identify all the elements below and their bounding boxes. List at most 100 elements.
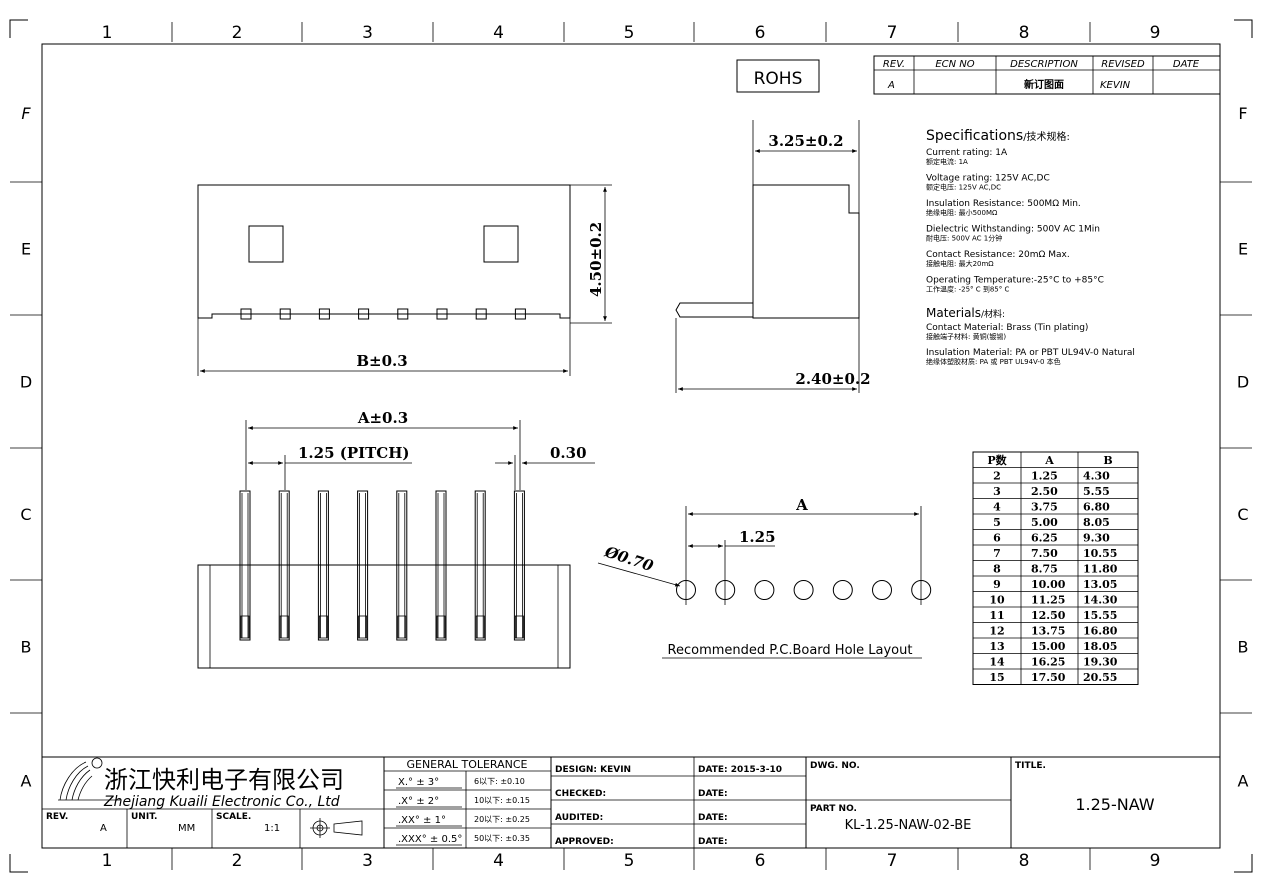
bottom-pin: [435, 490, 447, 641]
specifications-block: Specifications/技术规格: Current rating: 1A额…: [926, 128, 1135, 366]
pin-table-cell: 8: [993, 563, 1001, 576]
company-name-cn: 浙江快利电子有限公司: [104, 766, 344, 794]
scale-label: SCALE.: [216, 812, 251, 822]
latch-window-right: [483, 225, 519, 263]
pin-table-cell: 8.05: [1083, 516, 1110, 529]
front-pin: [279, 308, 291, 320]
pin-table-cell: 12: [989, 625, 1004, 638]
pcb-holes: [676, 580, 932, 600]
zone-row-left: D: [20, 373, 32, 392]
scale-value: 1:1: [264, 823, 280, 834]
front-pin: [318, 308, 330, 320]
zone-col-bottom: 6: [755, 851, 766, 871]
pin-table-cell: 1.25: [1031, 470, 1058, 483]
pin-table-header: P数: [987, 453, 1007, 467]
pin-table-cell: 2: [993, 470, 1001, 483]
pin-table-cell: 12.50: [1031, 609, 1066, 622]
material-item: Contact Material: Brass (Tin plating): [926, 323, 1088, 333]
front-pin: [514, 308, 526, 320]
spec-item: Contact Resistance: 20mΩ Max.: [926, 250, 1070, 260]
tolerance-angle: .X° ± 2°: [398, 796, 439, 807]
pin-table-cell: 10.00: [1031, 578, 1066, 591]
bottom-pin: [239, 490, 251, 641]
pin-table-cell: 5: [993, 516, 1001, 529]
zone-col-bottom: 3: [362, 851, 373, 871]
bottom-pin-row: [239, 490, 525, 641]
part-no-label: PART NO.: [810, 804, 857, 814]
height-dimension: 4.50±0.2: [587, 222, 605, 297]
front-pin: [397, 308, 409, 320]
zone-row-right: F: [1238, 104, 1247, 123]
zone-row-right: C: [1237, 505, 1248, 524]
pin-table-cell: 17.50: [1031, 671, 1066, 684]
zone-col-top: 9: [1150, 23, 1161, 43]
approval-date: DATE: 2015-3-10: [698, 765, 782, 775]
pcb-hole: [754, 580, 775, 600]
sheet-frame: [9, 19, 1253, 873]
rohs-label: ROHS: [754, 69, 803, 89]
rohs-mark: ROHS: [736, 59, 820, 93]
a-dimension: A±0.3: [357, 409, 408, 427]
pcb-hole: [793, 580, 814, 600]
bottom-pin: [278, 490, 290, 641]
pin-width-dimension: 0.30: [550, 444, 587, 462]
pcb-pitch-dimension: 1.25: [739, 528, 776, 546]
rev-value: A: [887, 80, 895, 91]
pin-table-cell: 6.25: [1031, 532, 1058, 545]
bottom-pin: [396, 490, 408, 641]
zone-col-bottom: 2: [232, 851, 243, 871]
pcb-hole-layout: A 1.25 Ø0.70 Recommended P.C.Board Hole …: [597, 496, 932, 659]
tolerance-linear: 10以下: ±0.15: [474, 796, 530, 805]
tolerance-title: GENERAL TOLERANCE: [406, 758, 527, 771]
materials-title: Materials: [926, 306, 981, 320]
pin-table-cell: 5.55: [1083, 485, 1110, 498]
specifications-title: Specifications: [926, 128, 1023, 144]
zone-col-bottom: 5: [624, 851, 635, 871]
pin-table-cell: 19.30: [1083, 656, 1118, 669]
side-top-dimension: 3.25±0.2: [768, 132, 843, 150]
zone-row-right: E: [1238, 240, 1248, 259]
projection-symbol-icon: [310, 818, 363, 838]
title-block: 浙江快利电子有限公司 Zhejiang Kuaili Electronic Co…: [41, 756, 1221, 849]
spec-item-cn: 额定电流: 1A: [926, 157, 968, 166]
zone-col-top: 5: [624, 23, 635, 43]
description-value: 新订图面: [1024, 78, 1064, 91]
zone-row-left: B: [21, 638, 32, 657]
zone-col-top: 4: [493, 23, 504, 43]
pin-table-cell: 6: [993, 532, 1001, 545]
approval-date: DATE:: [698, 813, 728, 823]
pin-table-cell: 14: [989, 656, 1005, 669]
pin-table-cell: 4: [993, 501, 1001, 514]
zone-col-top: 3: [362, 23, 373, 43]
pin-table-cell: 15.55: [1083, 609, 1117, 622]
tolerance-linear: 6以下: ±0.10: [474, 777, 525, 786]
zone-row-right: D: [1237, 373, 1249, 392]
zone-row-right: A: [1238, 772, 1249, 791]
spec-item: Insulation Resistance: 500MΩ Min.: [926, 199, 1081, 209]
specifications-title-cn: /技术规格:: [1023, 130, 1070, 143]
latch-window-left: [248, 225, 284, 263]
pin-table-cell: 15.00: [1031, 640, 1066, 653]
company-name-en: Zhejiang Kuaili Electronic Co., Ltd: [103, 794, 340, 810]
pin-table-cell: 4.30: [1083, 470, 1110, 483]
zone-col-bottom: 9: [1150, 851, 1161, 871]
pin-table-cell: 13.75: [1031, 625, 1065, 638]
pcb-a-dimension: A: [795, 496, 808, 514]
spec-item: Operating Temperature:-25°C to +85°C: [926, 276, 1104, 286]
spec-item: Dielectric Withstanding: 500V AC 1Min: [926, 225, 1100, 235]
hole-diameter: Ø0.70: [602, 542, 656, 575]
tolerance-linear: 50以下: ±0.35: [474, 834, 530, 843]
pin-table-cell: 6.80: [1083, 501, 1110, 514]
zone-col-bottom: 7: [887, 851, 898, 871]
approval-date: DATE:: [698, 837, 728, 847]
approval-role: DESIGN: KEVIN: [555, 765, 631, 775]
dwg-no-label: DWG. NO.: [810, 761, 860, 771]
front-pin: [240, 308, 252, 320]
side-bottom-dimension: 2.40±0.2: [795, 370, 870, 388]
unit-value: MM: [178, 823, 195, 834]
material-item-cn: 绝缘体塑胶材质: PA 或 PBT UL94V-0 本色: [926, 357, 1061, 366]
spec-item-cn: 额定电压: 125V AC,DC: [926, 183, 1001, 192]
pin-table-cell: 9.30: [1083, 532, 1110, 545]
